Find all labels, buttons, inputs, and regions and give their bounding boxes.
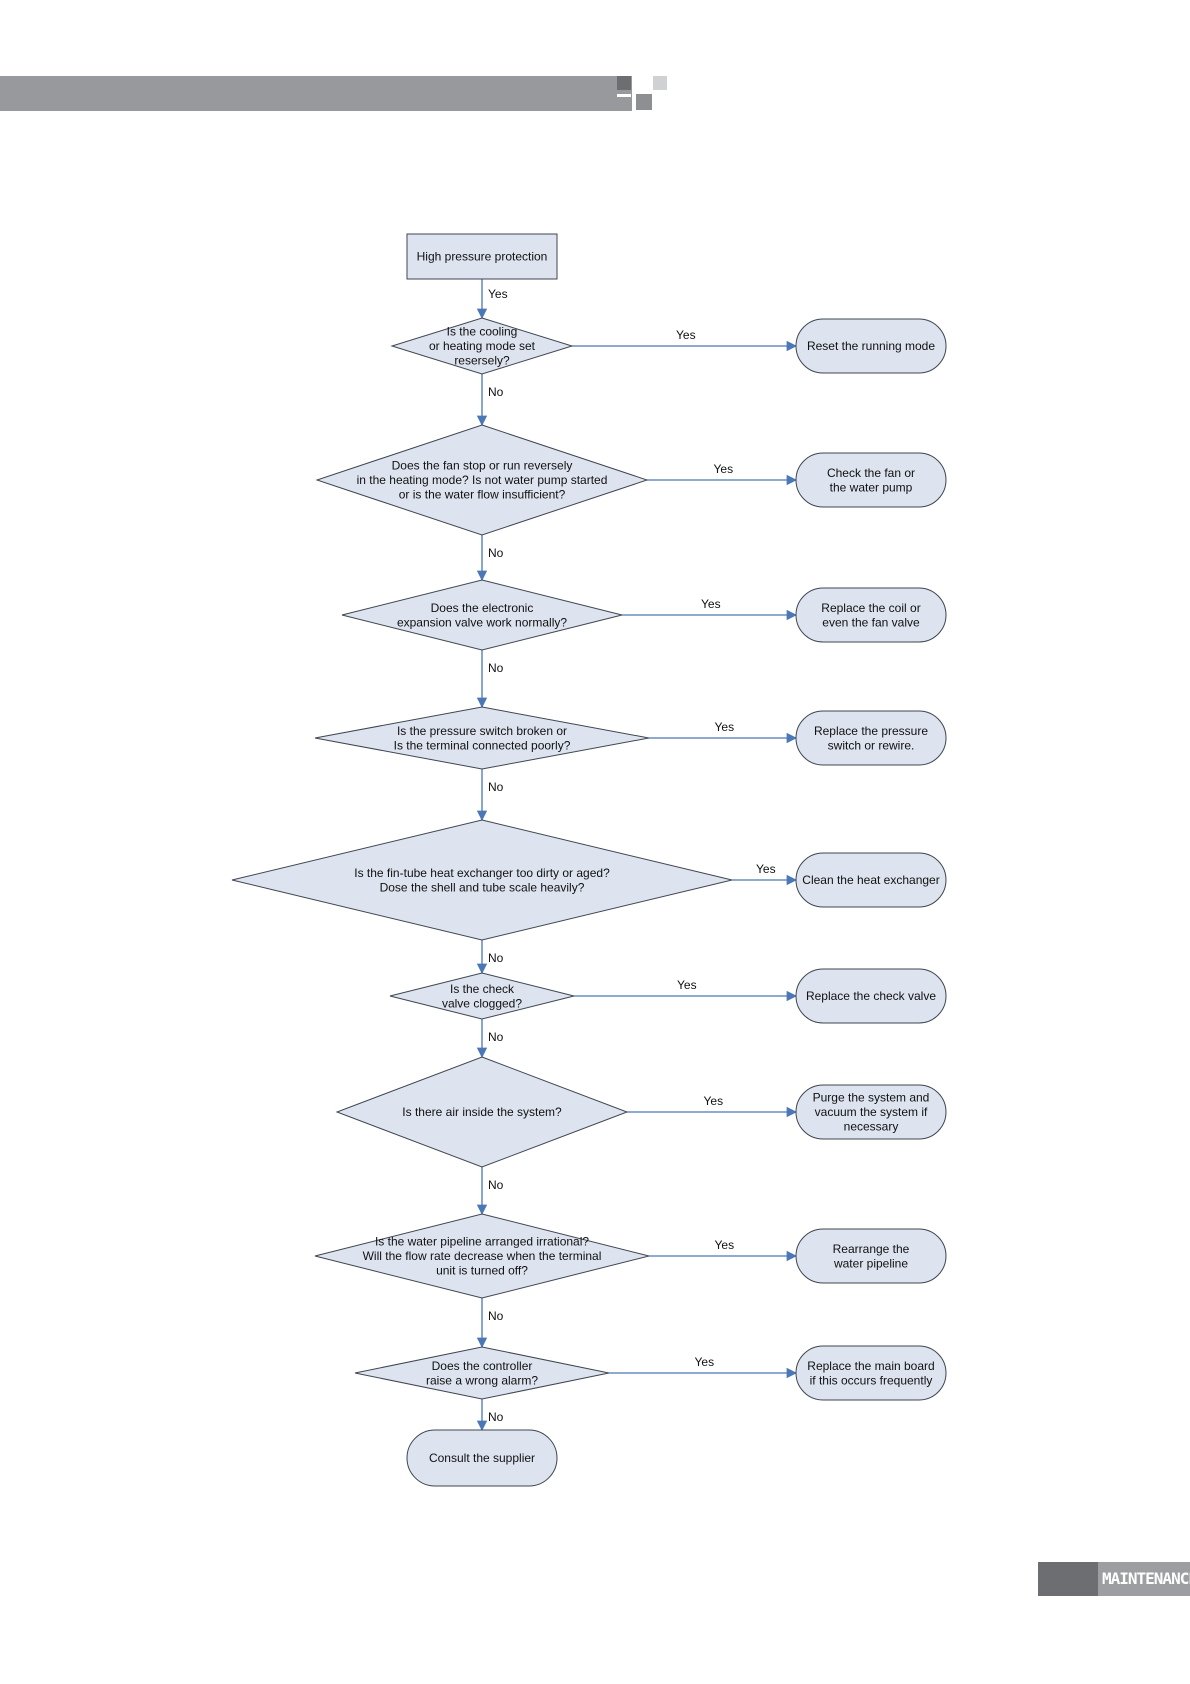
decision-text-8-line: Will the flow rate decrease when the ter…	[363, 1249, 602, 1263]
decision-diamond-7	[335, 1056, 629, 1168]
decision-text-5-line: Is the fin-tube heat exchanger too dirty…	[354, 866, 610, 880]
edge-label-no-1: No	[488, 385, 504, 399]
decision-text-5-line: Dose the shell and tube scale heavily?	[380, 880, 585, 894]
action-text-8-line: Rearrange the	[833, 1242, 910, 1256]
action-node-9	[795, 1345, 947, 1401]
action-node-6	[795, 968, 947, 1024]
edge-label-no-5: No	[488, 951, 504, 965]
edge-label-yes-5: Yes	[756, 862, 776, 876]
action-node-5	[795, 852, 947, 908]
action-node-3	[795, 587, 947, 643]
decision-text-2-line: Does the fan stop or run reversely	[392, 459, 573, 473]
action-text-8-line: water pipeline	[833, 1256, 908, 1270]
decision-text-9-line: raise a wrong alarm?	[426, 1373, 538, 1387]
action-text-3-line: Replace the coil or	[821, 601, 920, 615]
edge-label-no-9: No	[488, 1410, 504, 1424]
decision-text-7-line: Is there air inside the system?	[402, 1105, 562, 1119]
action-text-7-line: Purge the system and	[813, 1091, 930, 1105]
edge-label-yes-1: Yes	[676, 328, 696, 342]
action-node-1	[795, 318, 947, 374]
edge-label-yes-8: Yes	[715, 1238, 735, 1252]
edge-label-no-6: No	[488, 1030, 504, 1044]
action-text-9-line: Replace the main board	[807, 1359, 934, 1373]
action-text-1-line: Reset the running mode	[807, 339, 935, 353]
decision-text-6-line: valve clogged?	[442, 996, 522, 1010]
start-node	[406, 233, 558, 280]
edge-label-yes-6: Yes	[677, 978, 697, 992]
start-node-label-line: High pressure protection	[417, 250, 548, 264]
decision-diamond-4	[314, 706, 650, 770]
action-text-5-line: Clean the heat exchanger	[802, 873, 939, 887]
decision-diamond-6	[389, 972, 575, 1020]
header-square-mid	[636, 94, 652, 110]
decision-text-1-line: resersely?	[454, 354, 510, 368]
action-text-2-line: the water pump	[830, 480, 913, 494]
edge-label-yes-9: Yes	[695, 1355, 715, 1369]
action-text-9-line: if this occurs frequently	[810, 1373, 933, 1387]
decision-diamond-8	[314, 1213, 650, 1299]
edge-label-no-2: No	[488, 546, 504, 560]
action-text-7-line: necessary	[844, 1120, 899, 1134]
decision-diamond-1	[390, 317, 574, 375]
edge-label-yes-3: Yes	[701, 597, 721, 611]
decision-text-8-line: Is the water pipeline arranged irrationa…	[375, 1235, 589, 1249]
action-node-7	[795, 1084, 947, 1140]
decision-text-3-line: expansion valve work normally?	[397, 615, 567, 629]
action-text-7-line: vacuum the system if	[815, 1105, 928, 1119]
decision-text-6-line: Is the check	[450, 982, 515, 996]
decision-text-4-line: Is the pressure switch broken or	[397, 724, 567, 738]
action-node-8	[795, 1228, 947, 1284]
footer-tab	[1038, 1562, 1190, 1596]
decision-text-8-line: unit is turned off?	[436, 1264, 528, 1278]
action-text-6-line: Replace the check valve	[806, 989, 936, 1003]
action-node-4	[795, 710, 947, 766]
edge-label-yes-2: Yes	[714, 462, 734, 476]
edge-label-no-4: No	[488, 780, 504, 794]
decision-diamond-3	[341, 579, 623, 651]
decision-diamond-9	[354, 1346, 610, 1400]
edge-label-no-3: No	[488, 661, 504, 675]
action-text-4-line: Replace the pressure	[814, 724, 928, 738]
decision-text-9-line: Does the controller	[432, 1359, 533, 1373]
decision-text-4-line: Is the terminal connected poorly?	[394, 738, 571, 752]
edge-label-no-8: No	[488, 1309, 504, 1323]
header-bar	[0, 76, 632, 111]
decision-diamond-2	[315, 424, 649, 536]
action-text-4-line: switch or rewire.	[828, 738, 915, 752]
decision-text-1-line: or heating mode set	[429, 339, 536, 353]
end-node	[406, 1429, 558, 1487]
edge-label-no-7: No	[488, 1178, 504, 1192]
decision-text-2-line: in the heating mode? Is not water pump s…	[357, 473, 608, 487]
decision-text-2-line: or is the water flow insufficient?	[399, 488, 566, 502]
decision-diamond-5	[231, 819, 733, 941]
header-square-dark	[617, 76, 631, 90]
decision-text-3-line: Does the electronic	[431, 601, 534, 615]
action-text-2-line: Check the fan or	[827, 466, 915, 480]
decision-text-1-line: Is the cooling	[447, 325, 518, 339]
header-square-light	[653, 76, 667, 90]
edge-label-start-yes: Yes	[488, 287, 508, 301]
action-text-3-line: even the fan valve	[822, 615, 920, 629]
edge-label-yes-7: Yes	[704, 1094, 724, 1108]
edge-label-yes-4: Yes	[715, 720, 735, 734]
footer-section-label: MAINTENANCE	[1102, 1569, 1190, 1588]
action-node-2	[795, 452, 947, 508]
header-square-gap	[617, 94, 631, 97]
end-node-label-line: Consult the supplier	[429, 1451, 535, 1465]
